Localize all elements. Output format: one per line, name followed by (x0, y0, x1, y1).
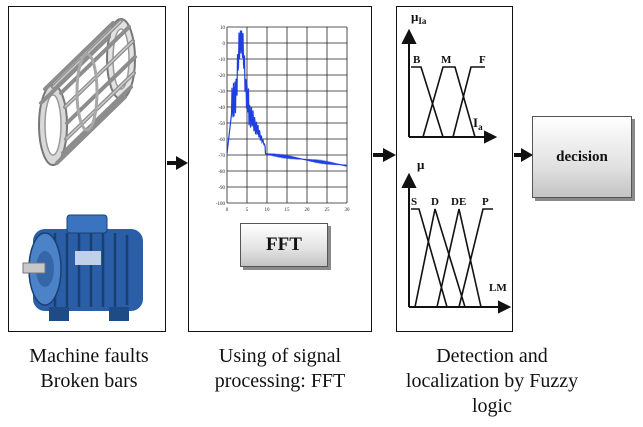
fft-spectrum-plot: 10 0 -10 -20 -30 -40 -50 -60 -70 -80 -90 -100 0 5 10 1… (216, 26, 351, 213)
fft-y-tick: -20 (218, 74, 225, 79)
fuzzy-top-curves (411, 66, 485, 138)
fft-curve (226, 30, 348, 167)
fft-y-tick: -80 (218, 170, 225, 175)
fft-x-tick: 10 (265, 208, 271, 213)
fft-x-tick: 0 (226, 208, 229, 213)
fft-y-tick: 0 (223, 42, 226, 47)
caption-line: processing: FFT (214, 370, 346, 392)
fft-panel: 10 0 -10 -20 -30 -40 -50 -60 -70 -80 -90 -100 0 5 10 1… (188, 6, 372, 332)
fuzzy-top-xlabel: Ia (473, 115, 483, 132)
fft-y-tick: -40 (218, 106, 225, 111)
fuzzy-top-set-b: B (413, 54, 421, 66)
caption-line: localization by Fuzzy (405, 370, 579, 392)
fuzzy-bottom-set-s: S (411, 196, 417, 208)
fft-y-tick: -10 (218, 58, 225, 63)
arrow-right-icon (373, 148, 396, 162)
machine-panel (8, 6, 166, 332)
fuzzy-bottom-axes (401, 172, 512, 314)
fft-x-tick: 5 (246, 208, 249, 213)
caption-line: Machine faults (29, 345, 149, 367)
fft-y-tick: -70 (218, 154, 225, 159)
caption-line: Detection and (436, 345, 548, 367)
machine-illustrations (22, 18, 143, 321)
fuzzy-bottom-set-de: DE (451, 196, 466, 208)
fuzzy-top-set-m: M (441, 54, 452, 66)
fft-x-tick: 15 (285, 208, 291, 213)
fft-block: FFT (240, 223, 328, 267)
fuzzy-bottom-curves (411, 208, 493, 308)
fuzzy-top-axes (401, 28, 498, 144)
fuzzy-top-mu: μIa (411, 9, 427, 26)
fft-x-tick: 30 (345, 208, 351, 213)
fuzzy-top-set-f: F (479, 54, 486, 66)
decision-label: decision (556, 148, 608, 165)
arrow-right-icon (514, 148, 533, 162)
fft-y-tick: 10 (220, 26, 226, 31)
caption-line: Using of signal (218, 345, 342, 367)
fft-y-tick: -60 (218, 138, 225, 143)
decision-block: decision (532, 116, 632, 198)
fft-y-tick: -30 (218, 90, 225, 95)
fuzzy-bottom-set-d: D (431, 196, 439, 208)
fft-y-tick: -50 (218, 122, 225, 127)
fft-y-tick: -100 (216, 202, 226, 207)
fuzzy-membership-plots: μIa B M F Ia μ S D DE P LM (401, 9, 512, 314)
arrow-right-icon (167, 156, 188, 170)
fuzzy-bottom-mu: μ (417, 157, 425, 172)
motor-image (22, 214, 143, 321)
rotor-cage-image (38, 18, 137, 166)
fuzzy-bottom-xlabel: LM (489, 282, 507, 294)
caption-signal-processing: Using of signal processing: FFT (184, 344, 376, 394)
fft-x-tick: 20 (305, 208, 311, 213)
fft-y-tick: -90 (218, 186, 225, 191)
fft-x-tick: 25 (325, 208, 331, 213)
caption-line: logic (472, 395, 512, 417)
caption-fuzzy-logic: Detection and localization by Fuzzy logi… (368, 344, 616, 419)
fuzzy-bottom-set-p: P (482, 196, 489, 208)
caption-line: Broken bars (40, 370, 138, 392)
fft-label: FFT (266, 234, 302, 255)
fuzzy-panel: μIa B M F Ia μ S D DE P LM (396, 6, 513, 332)
caption-machine-faults: Machine faults Broken bars (0, 344, 178, 394)
